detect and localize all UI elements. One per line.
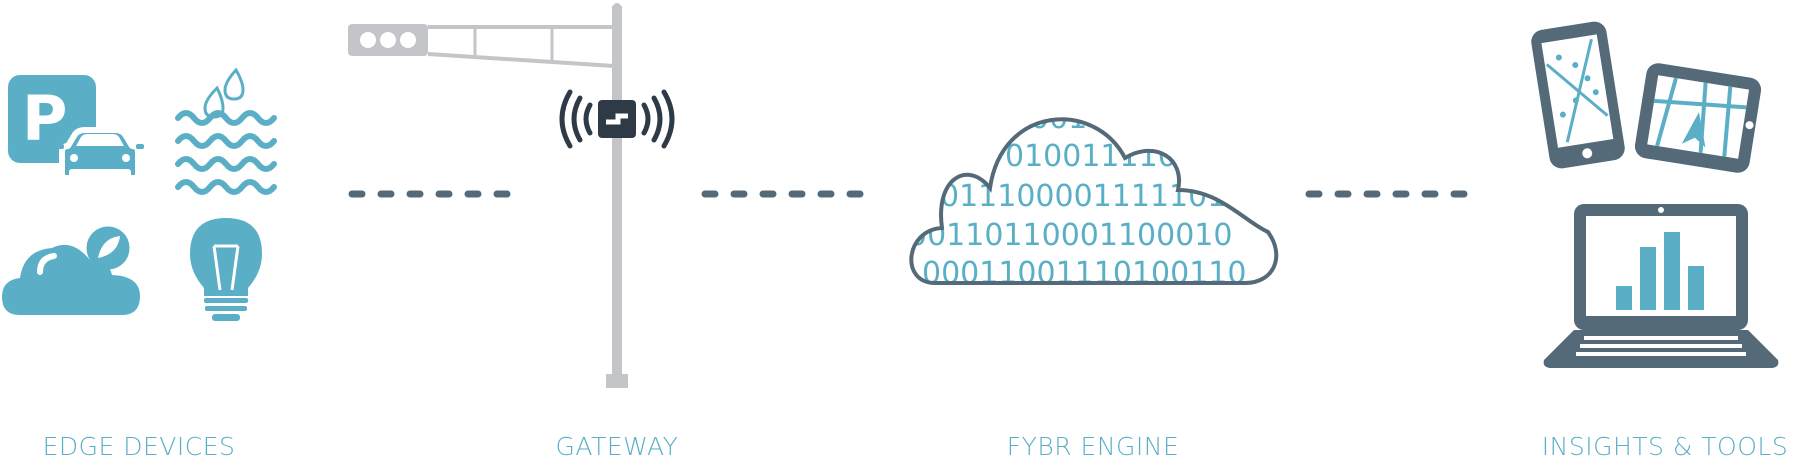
traffic-light-pole-icon bbox=[348, 3, 628, 388]
parking-car-icon: P bbox=[8, 75, 144, 181]
binary-row: 00101 bbox=[1030, 101, 1125, 136]
cloud-engine-icon: 00101 0100111101 011100001111101 0011011… bbox=[908, 101, 1279, 291]
binary-row: 00110110001100010 bbox=[908, 218, 1232, 253]
binary-row: 00011001110100110 bbox=[922, 256, 1246, 291]
smartphone-map-icon bbox=[1531, 21, 1625, 169]
binary-row: 011100001111101 bbox=[940, 179, 1226, 214]
water-level-icon bbox=[175, 67, 277, 195]
lightbulb-icon bbox=[190, 218, 262, 321]
tablet-navigation-icon bbox=[1634, 63, 1762, 173]
weather-environment-icon bbox=[2, 221, 140, 315]
stage-label-gateway: GATEWAY bbox=[555, 432, 679, 461]
parking-letter: P bbox=[22, 82, 67, 155]
laptop-chart-icon bbox=[1543, 204, 1779, 368]
wireless-gateway-icon bbox=[559, 89, 675, 149]
stage-label-edge-devices: EDGE DEVICES bbox=[42, 432, 236, 461]
stage-label-insights-tools: INSIGHTS & TOOLS bbox=[1541, 432, 1789, 461]
stage-label-fybr-engine: FYBR ENGINE bbox=[1006, 432, 1180, 461]
